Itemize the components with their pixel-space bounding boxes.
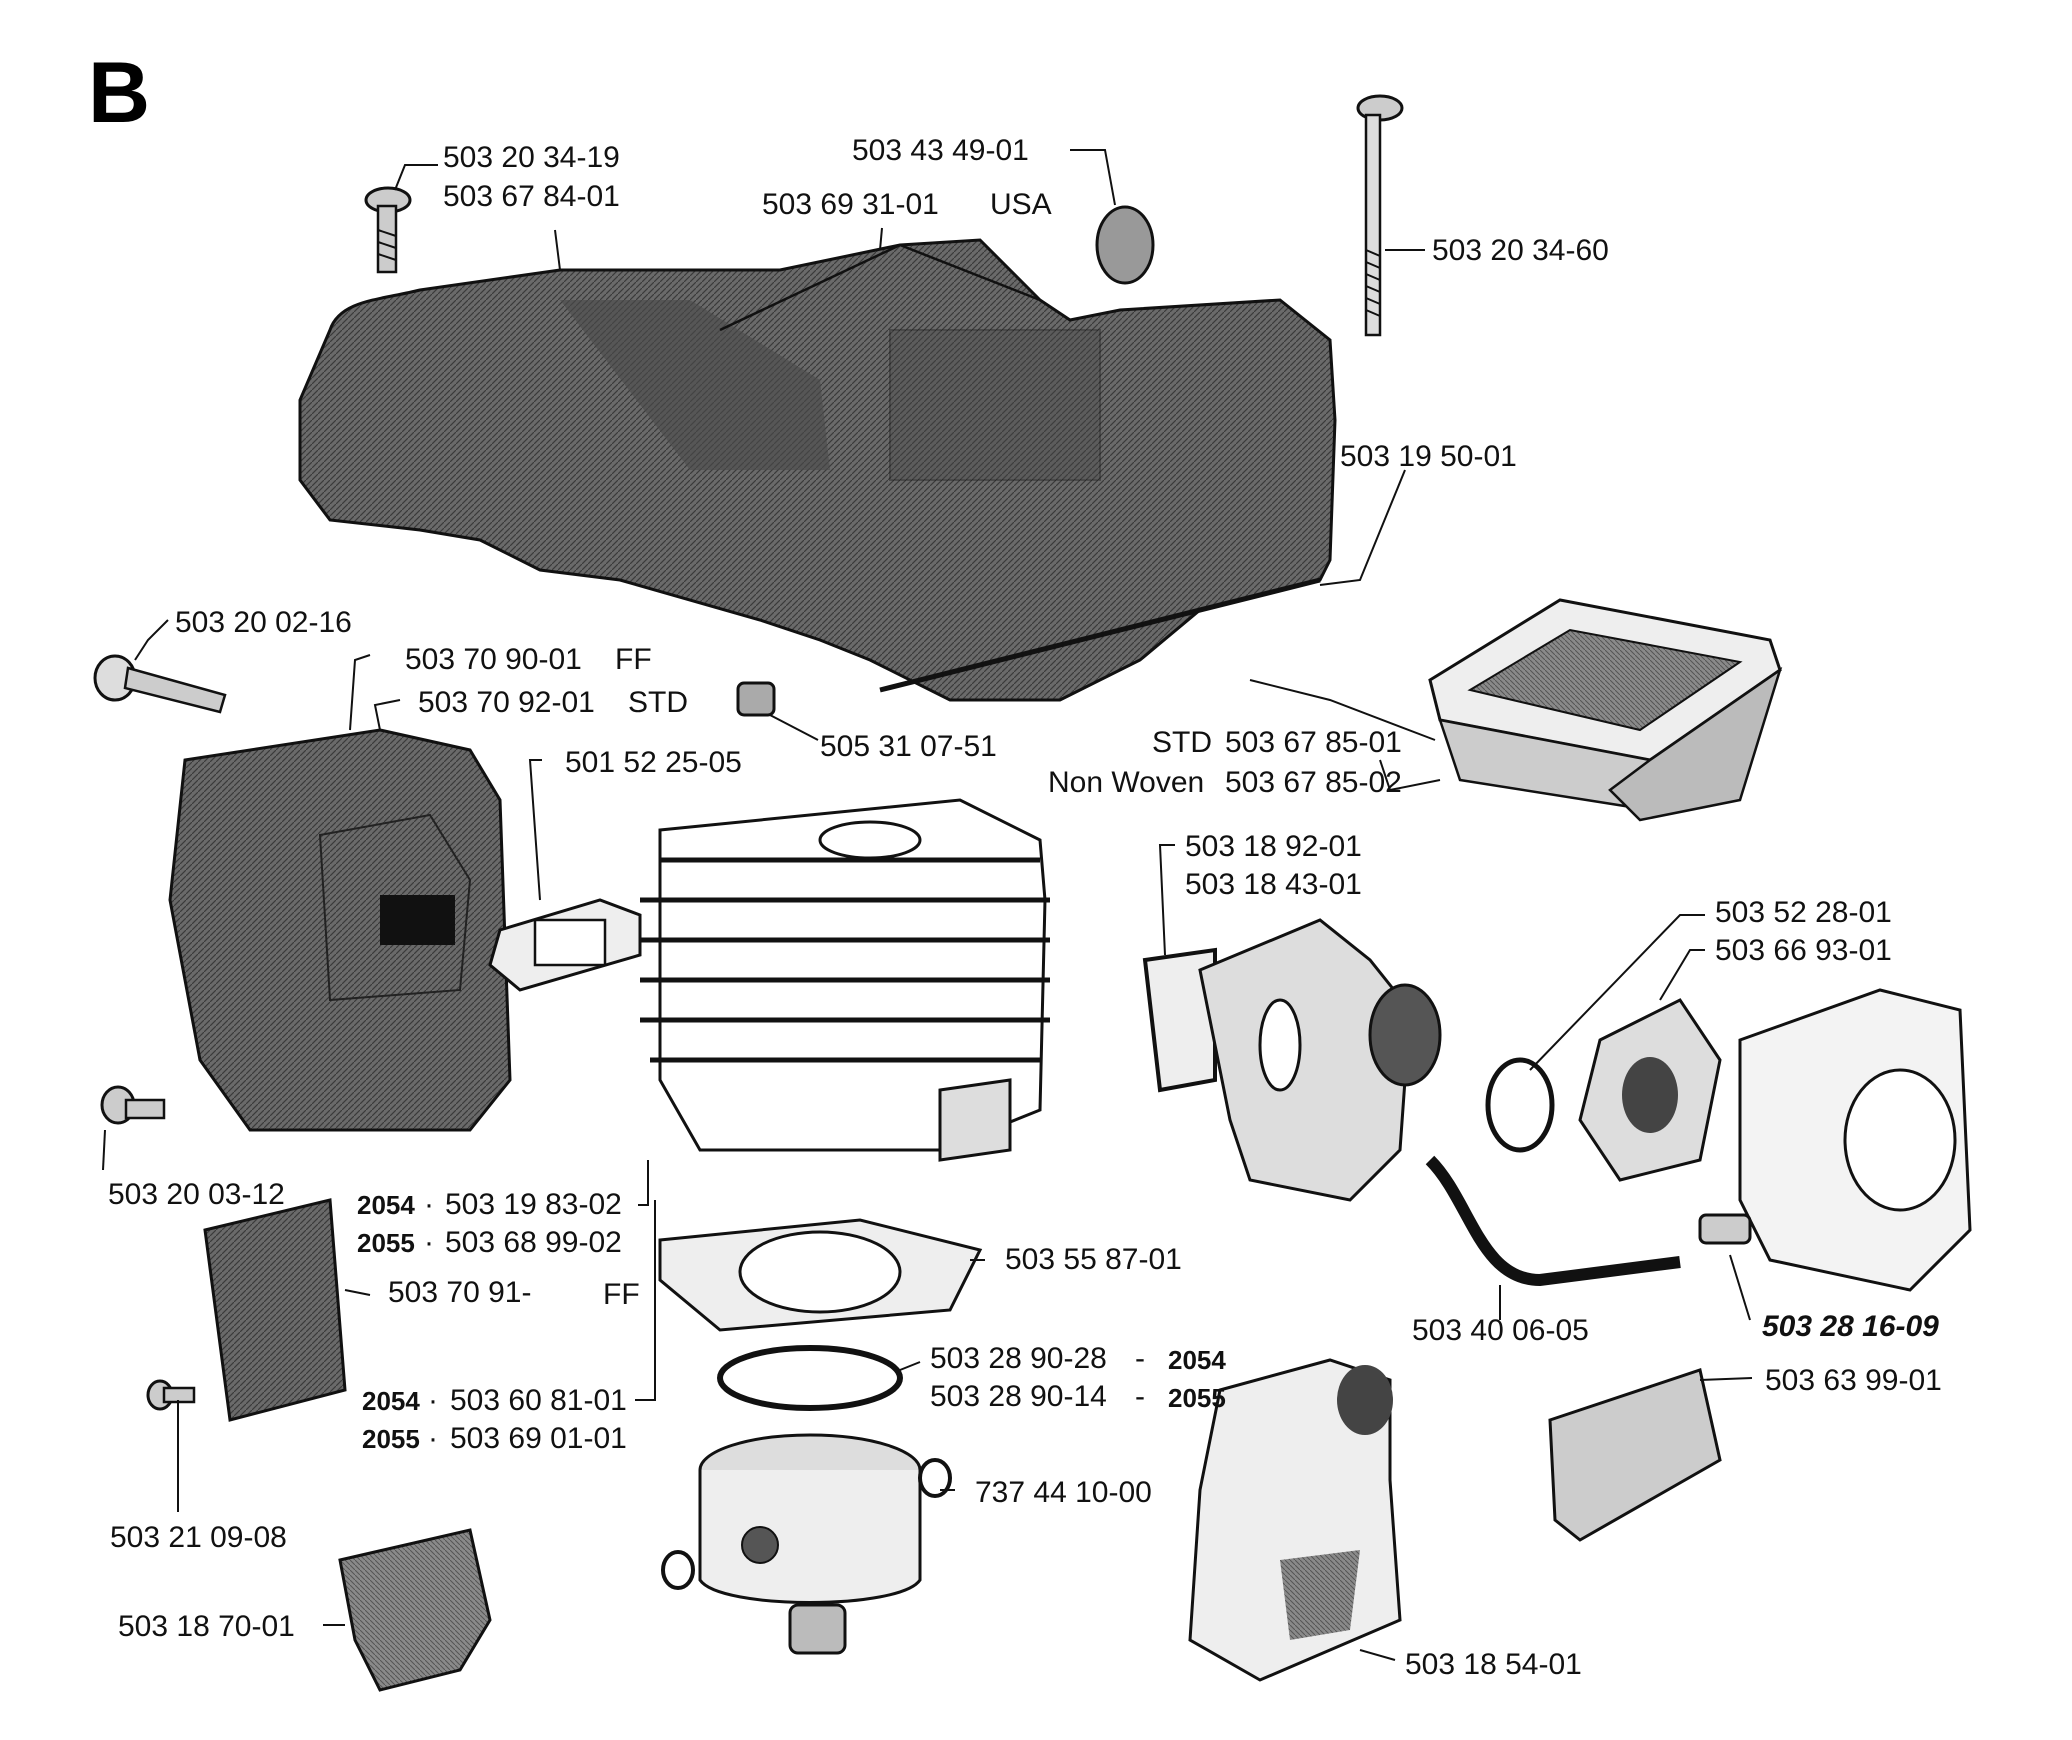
label-fuel-pump: 503 63 99-01 bbox=[1765, 1364, 1942, 1397]
small-screw-a bbox=[100, 1085, 166, 1125]
label-ring-part-1: 503 28 90-28 bbox=[930, 1342, 1107, 1375]
label-ring-dash-2: - bbox=[1135, 1380, 1145, 1413]
label-ring-model-1: 2054 bbox=[1168, 1345, 1226, 1375]
plug-cap bbox=[1095, 205, 1155, 285]
label-screw-small: 503 21 09-08 bbox=[110, 1521, 287, 1554]
top-cover bbox=[298, 238, 1337, 702]
label-screw-b: 503 67 84-01 bbox=[443, 180, 620, 213]
label-dot-2: · bbox=[424, 1226, 434, 1259]
label-cyl-part-1: 503 19 83-02 bbox=[445, 1188, 622, 1221]
piston bbox=[698, 1433, 922, 1604]
label-cover-suffix: USA bbox=[990, 188, 1052, 221]
needle-bearing bbox=[788, 1603, 847, 1655]
top-screw bbox=[364, 186, 412, 274]
label-plug: 503 43 49-01 bbox=[852, 134, 1029, 167]
label-cyl-model-1: 2054 bbox=[357, 1190, 415, 1220]
impulse-hose bbox=[1425, 1155, 1681, 1287]
label-spacer: 505 31 07-51 bbox=[820, 730, 997, 763]
label-piston-part-1: 503 60 81-01 bbox=[450, 1384, 627, 1417]
label-piston-part-2: 503 69 01-01 bbox=[450, 1422, 627, 1455]
label-gasket-cover: 503 19 50-01 bbox=[1340, 440, 1517, 473]
label-dot-1: · bbox=[424, 1188, 434, 1221]
label-filter-nw: 503 67 85-02 bbox=[1225, 766, 1402, 799]
label-bolt: 503 20 02-16 bbox=[175, 606, 352, 639]
exhaust-gasket bbox=[488, 898, 642, 992]
label-screw-muffler: 503 20 03-12 bbox=[108, 1178, 285, 1211]
label-cover-code: 503 69 31-01 bbox=[762, 188, 939, 221]
plate-letter: B bbox=[88, 45, 151, 141]
label-intake-a: 503 18 92-01 bbox=[1185, 830, 1362, 863]
piston-ring bbox=[717, 1345, 903, 1411]
label-carburetor: 503 28 16-09 bbox=[1762, 1310, 1939, 1343]
label-filter-std: 503 67 85-01 bbox=[1225, 726, 1402, 759]
label-cyl-model-2: 2055 bbox=[357, 1228, 415, 1258]
bolt bbox=[93, 654, 227, 714]
label-cover-plate: 503 18 70-01 bbox=[118, 1610, 295, 1643]
spacer bbox=[736, 681, 776, 717]
label-ring-dash-1: - bbox=[1135, 1342, 1145, 1375]
label-dot-4: · bbox=[428, 1422, 438, 1455]
muffler bbox=[168, 728, 512, 1132]
label-spark-guard-suffix: FF bbox=[603, 1278, 640, 1311]
small-screw-b bbox=[146, 1379, 196, 1411]
long-screw bbox=[1356, 94, 1404, 337]
label-filter-std-prefix: STD bbox=[1152, 726, 1212, 759]
label-long-screw: 503 20 34-60 bbox=[1432, 234, 1609, 267]
fuel-pump bbox=[1548, 1368, 1722, 1542]
carburetor bbox=[1698, 988, 1972, 1292]
carb-spacer-bore bbox=[1622, 1057, 1678, 1133]
label-filter-nw-prefix: Non Woven bbox=[1048, 766, 1205, 799]
label-muffler-b-suffix: STD bbox=[628, 686, 688, 719]
label-screw-a: 503 20 34-19 bbox=[443, 141, 620, 174]
label-intake-b: 503 18 43-01 bbox=[1185, 868, 1362, 901]
label-muffler-a-suffix: FF bbox=[615, 643, 652, 676]
label-exhaust-gasket: 501 52 25-05 bbox=[565, 746, 742, 779]
circlip-right bbox=[918, 1458, 952, 1498]
label-circlip: 737 44 10-00 bbox=[975, 1476, 1152, 1509]
air-filter bbox=[1428, 598, 1783, 822]
label-piston-model-2: 2055 bbox=[362, 1424, 420, 1454]
label-ring-model-2: 2055 bbox=[1168, 1383, 1226, 1413]
label-impulse-hose: 503 40 06-05 bbox=[1412, 1314, 1589, 1347]
intake-adaptor bbox=[1142, 918, 1442, 1202]
label-dot-3: · bbox=[428, 1384, 438, 1417]
label-cyl-part-2: 503 68 99-02 bbox=[445, 1226, 622, 1259]
cylinder bbox=[640, 798, 1050, 1162]
label-piston-model-1: 2054 bbox=[362, 1386, 420, 1416]
label-muffler-b: 503 70 92-01 bbox=[418, 686, 595, 719]
label-carb-gasket-a: 503 52 28-01 bbox=[1715, 896, 1892, 929]
cover-plate bbox=[338, 1528, 492, 1692]
gasket-bore bbox=[738, 1230, 902, 1314]
leader-lines bbox=[102, 149, 1753, 1661]
label-spark-guard: 503 70 91- bbox=[388, 1276, 532, 1309]
label-ring-part-2: 503 28 90-14 bbox=[930, 1380, 1107, 1413]
label-intake-manifold: 503 18 54-01 bbox=[1405, 1648, 1582, 1681]
label-cyl-gasket: 503 55 87-01 bbox=[1005, 1243, 1182, 1276]
intake-manifold bbox=[1188, 1358, 1402, 1682]
carb-gasket bbox=[1485, 1057, 1555, 1153]
spark-guard bbox=[203, 1198, 347, 1422]
label-muffler-a: 503 70 90-01 bbox=[405, 643, 582, 676]
circlip-left bbox=[661, 1550, 695, 1590]
label-carb-gasket-b: 503 66 93-01 bbox=[1715, 934, 1892, 967]
